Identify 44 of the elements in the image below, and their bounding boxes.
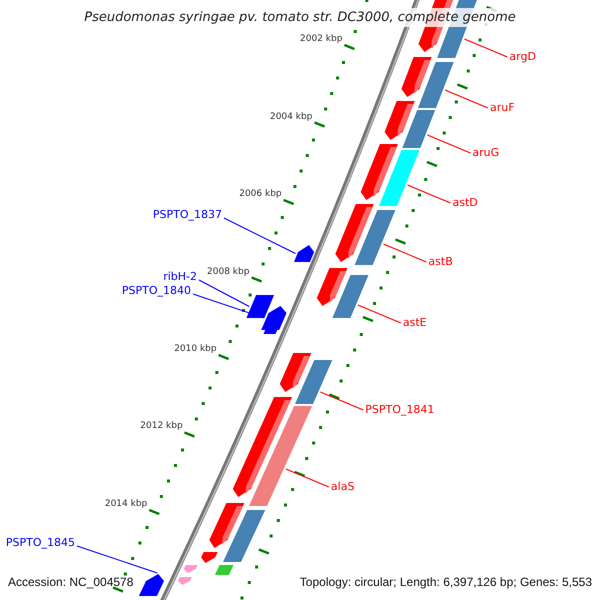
gene-bar	[295, 360, 332, 404]
leader-line	[444, 90, 488, 108]
tick-label: 2004 kbp	[270, 113, 312, 122]
gene-bar	[354, 210, 396, 265]
leader-line	[285, 468, 330, 488]
leader-line	[192, 294, 265, 318]
tick-label: 2012 kbp	[140, 422, 183, 431]
tick-label: 2008 kbp	[207, 268, 250, 277]
gene-bar	[418, 62, 454, 108]
gene-label: astD	[452, 197, 478, 208]
gene-label: PSPTO_1845	[6, 537, 75, 548]
leader-line	[357, 304, 402, 324]
leader-line	[224, 218, 296, 254]
gene-label: astE	[402, 317, 427, 328]
gene-label: astB	[428, 256, 453, 267]
gene-bar	[379, 150, 420, 206]
gene-label: aruF	[490, 102, 515, 113]
gene-feature	[294, 245, 314, 262]
gene-bar	[249, 406, 312, 506]
gene-block	[246, 295, 274, 318]
gene-label: aruG	[472, 147, 500, 158]
leader-line	[76, 546, 158, 574]
gene-label: argD	[509, 51, 536, 62]
gene-bar	[332, 275, 368, 318]
gene-label: PSPTO_1837	[152, 209, 222, 220]
leader-line	[382, 244, 427, 262]
leader-line	[198, 280, 250, 307]
gene-label: ribH-2	[163, 271, 197, 282]
gene-bar	[223, 510, 266, 562]
tick-label: 2010 kbp	[174, 345, 217, 354]
tick-label: 2002 kbp	[300, 35, 342, 44]
genome-info-text: Topology: circular; Length: 6,397,126 bp; Genes: 5,553	[300, 576, 592, 588]
gene-label: PSPTO_1840	[122, 285, 191, 296]
leader-line	[320, 392, 364, 410]
gene-feature	[261, 306, 286, 330]
gene-label: alaS	[330, 481, 354, 492]
leader-line	[426, 134, 471, 154]
tick-label: 2006 kbp	[239, 190, 282, 199]
gene-label: PSPTO_1841	[365, 404, 434, 415]
gene-feature	[138, 574, 164, 596]
gene-bar	[402, 110, 436, 148]
tick-label: 2014 kbp	[104, 500, 148, 509]
accession-text: Accession: NC_004578	[8, 576, 134, 588]
leader-line	[407, 184, 451, 204]
